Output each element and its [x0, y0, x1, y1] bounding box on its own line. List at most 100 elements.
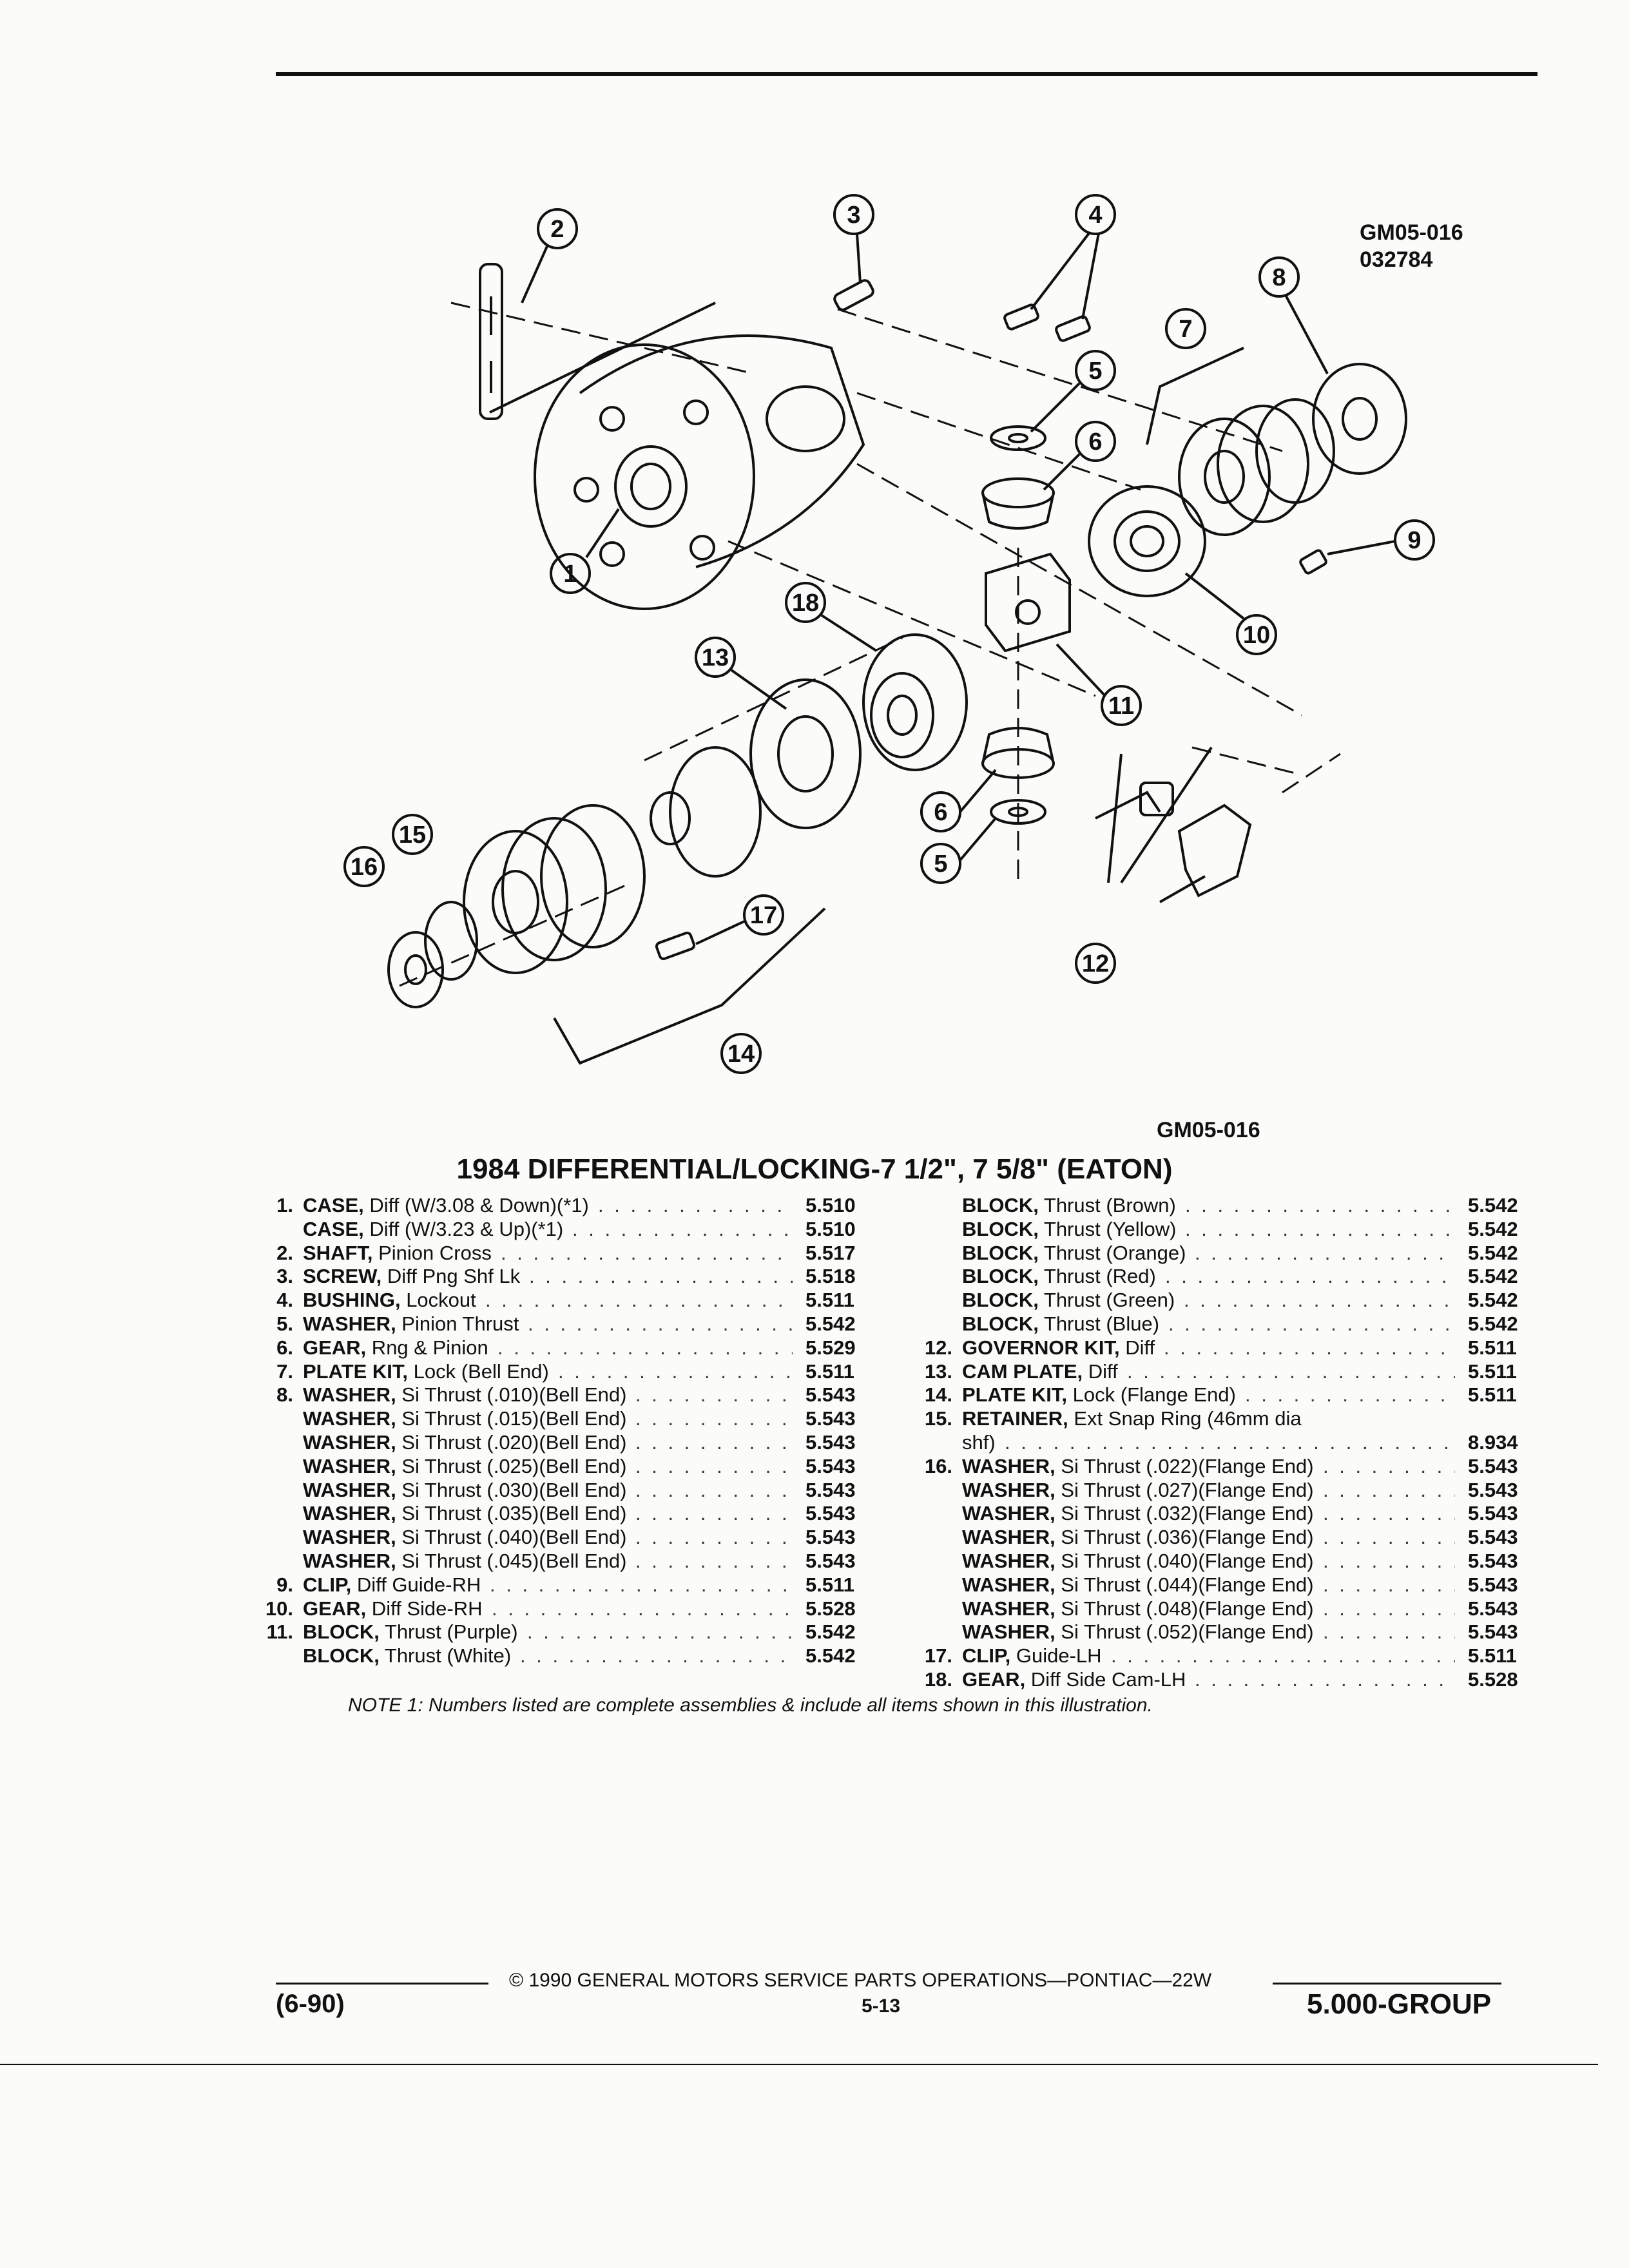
group-number: 5.543	[805, 1407, 856, 1430]
plate-kit-bell-end-part	[1178, 398, 1335, 536]
part-name: WASHER,	[303, 1407, 396, 1430]
callout-5-top: 5	[1088, 358, 1102, 385]
footer-rule-right	[1273, 1983, 1501, 1984]
part-name: CLIP,	[962, 1644, 1011, 1667]
part-name: RETAINER,	[962, 1407, 1068, 1430]
cam-plate-part	[749, 678, 862, 829]
group-number: 5.543	[805, 1478, 856, 1501]
part-description: CLIP, Guide-LH	[962, 1644, 1102, 1668]
leader-dots: . . . . . . . . . . . . . . . . . . . . …	[1245, 1383, 1455, 1407]
part-description: WASHER, Si Thrust (.052)(Flange End)	[962, 1620, 1314, 1644]
part-description: WASHER, Si Thrust (.025)(Bell End)	[303, 1455, 626, 1479]
item-number: 13.	[924, 1360, 952, 1383]
part-name: BLOCK,	[962, 1265, 1039, 1288]
parts-row: WASHER, Si Thrust (.015)(Bell End). . . …	[242, 1407, 886, 1431]
part-detail: Si Thrust (.030)(Bell End)	[396, 1478, 627, 1501]
item-number: 18.	[924, 1667, 952, 1691]
leader-dots: . . . . . . . . . . . . . . . . . . . . …	[635, 1454, 793, 1477]
pinion-thrust-washer-bottom-part	[990, 799, 1046, 825]
part-name: SCREW,	[303, 1265, 382, 1288]
part-detail: Lock (Flange End)	[1067, 1383, 1236, 1407]
part-detail: Si Thrust (.045)(Bell End)	[396, 1549, 627, 1572]
group-number: 5.511	[805, 1360, 854, 1383]
leader-dots: . . . . . . . . . . . . . . . . . . . . …	[1164, 1336, 1455, 1359]
snap-ring-retainer-part	[424, 901, 478, 981]
parts-row: WASHER, Si Thrust (.048)(Flange End). . …	[901, 1597, 1532, 1621]
part-name: CASE,	[303, 1217, 364, 1240]
leader-dots: . . . . . . . . . . . . . . . . . . . . …	[1323, 1597, 1455, 1620]
part-detail: Lock (Bell End)	[408, 1360, 549, 1383]
group-number: 5.543	[1468, 1526, 1518, 1549]
copyright: © 1990 GENERAL MOTORS SERVICE PARTS OPER…	[509, 1970, 1212, 1991]
parts-row: 1.CASE, Diff (W/3.08 & Down)(*1). . . . …	[242, 1194, 886, 1218]
parts-row: 9.CLIP, Diff Guide-RH. . . . . . . . . .…	[242, 1573, 886, 1597]
part-description: SHAFT, Pinion Cross	[303, 1242, 492, 1265]
leader-dots: . . . . . . . . . . . . . . . . . . . . …	[1195, 1667, 1455, 1691]
callout-11: 11	[1108, 693, 1134, 720]
parts-row: 14.PLATE KIT, Lock (Flange End). . . . .…	[901, 1383, 1532, 1407]
part-detail: Si Thrust (.010)(Bell End)	[396, 1383, 627, 1407]
guide-clip-rh-part	[1299, 549, 1327, 575]
part-detail: Thrust (White)	[379, 1644, 512, 1667]
part-detail: Si Thrust (.044)(Flange End)	[1055, 1573, 1314, 1596]
group-number: 5.543	[805, 1383, 856, 1407]
parts-row: 7.PLATE KIT, Lock (Bell End). . . . . . …	[242, 1360, 886, 1384]
part-description: WASHER, Si Thrust (.040)(Bell End)	[303, 1526, 626, 1550]
item-number: 3.	[276, 1265, 293, 1288]
part-description: WASHER, Pinion Thrust	[303, 1312, 519, 1336]
part-name: WASHER,	[962, 1597, 1055, 1620]
part-description: BLOCK, Thrust (Purple)	[303, 1620, 518, 1644]
part-description: BUSHING, Lockout	[303, 1289, 476, 1312]
part-detail: Si Thrust (.022)(Flange End)	[1055, 1454, 1314, 1477]
part-name: SHAFT,	[303, 1241, 373, 1264]
group-number: 5.518	[805, 1265, 856, 1288]
leader-dots: . . . . . . . . . . . . . . . . . . . . …	[598, 1194, 793, 1216]
parts-row: 17.CLIP, Guide-LH. . . . . . . . . . . .…	[901, 1644, 1532, 1668]
part-detail: Si Thrust (.052)(Flange End)	[1055, 1620, 1314, 1644]
group-number: 5.543	[1468, 1597, 1518, 1620]
leader-dots: . . . . . . . . . . . . . . . . . . . . …	[1168, 1312, 1455, 1335]
part-name: PLATE KIT,	[303, 1360, 409, 1383]
group-number: 5.511	[1468, 1644, 1517, 1667]
group-number: 5.543	[805, 1502, 856, 1525]
parts-row: WASHER, Si Thrust (.044)(Flange End). . …	[901, 1573, 1532, 1597]
part-description: BLOCK, Thrust (Green)	[962, 1289, 1175, 1312]
leader-dots: . . . . . . . . . . . . . . . . . . . . …	[1323, 1549, 1455, 1572]
group-number: 5.543	[805, 1430, 856, 1454]
part-detail: Si Thrust (.035)(Bell End)	[396, 1502, 627, 1525]
parts-row: 6.GEAR, Rng & Pinion. . . . . . . . . . …	[242, 1336, 886, 1360]
parts-row: WASHER, Si Thrust (.045)(Bell End). . . …	[242, 1550, 886, 1573]
part-description: PLATE KIT, Lock (Flange End)	[962, 1383, 1236, 1407]
group-number: 5.543	[1468, 1478, 1518, 1501]
part-name: CLIP,	[303, 1573, 352, 1596]
part-name: CAM PLATE,	[962, 1360, 1083, 1383]
part-detail: Diff (W/3.23 & Up)(*1)	[363, 1217, 564, 1240]
parts-row: 16.WASHER, Si Thrust (.022)(Flange End).…	[901, 1455, 1532, 1479]
callout-12: 12	[1082, 950, 1109, 977]
part-detail: Thrust (Red)	[1038, 1265, 1156, 1288]
leader-dots: . . . . . . . . . . . . . . . . . . . . …	[1323, 1454, 1455, 1477]
leader-dots: . . . . . . . . . . . . . . . . . . . . …	[1323, 1573, 1455, 1596]
part-detail: Diff Side-RH	[366, 1597, 483, 1620]
part-name: WASHER,	[962, 1502, 1055, 1525]
bottom-rule	[0, 2064, 1598, 2065]
plate-kit-flange-end-part	[463, 746, 762, 974]
callout-8: 8	[1272, 264, 1286, 291]
part-detail: Si Thrust (.040)(Flange End)	[1055, 1549, 1314, 1572]
group-number: 5.510	[805, 1194, 856, 1216]
part-description: CLIP, Diff Guide-RH	[303, 1573, 481, 1597]
group-number: 5.511	[1468, 1383, 1517, 1407]
shim-thrust-washer-flange-part	[387, 931, 444, 1008]
parts-row: BLOCK, Thrust (White). . . . . . . . . .…	[242, 1644, 886, 1668]
part-description: WASHER, Si Thrust (.035)(Bell End)	[303, 1502, 626, 1526]
group-number: 5.511	[1468, 1360, 1517, 1383]
leader-dots: . . . . . . . . . . . . . . . . . . . . …	[635, 1383, 793, 1407]
part-name: WASHER,	[962, 1454, 1055, 1477]
part-description: SCREW, Diff Png Shf Lk	[303, 1265, 520, 1289]
part-description: WASHER, Si Thrust (.036)(Flange End)	[962, 1526, 1314, 1550]
parts-row: WASHER, Si Thrust (.052)(Flange End). . …	[901, 1620, 1532, 1644]
leader-dots: . . . . . . . . . . . . . . . . . . . . …	[558, 1360, 793, 1383]
group-number: 5.528	[1468, 1667, 1518, 1691]
group-number: 5.517	[805, 1241, 856, 1264]
part-name: WASHER,	[303, 1549, 396, 1572]
